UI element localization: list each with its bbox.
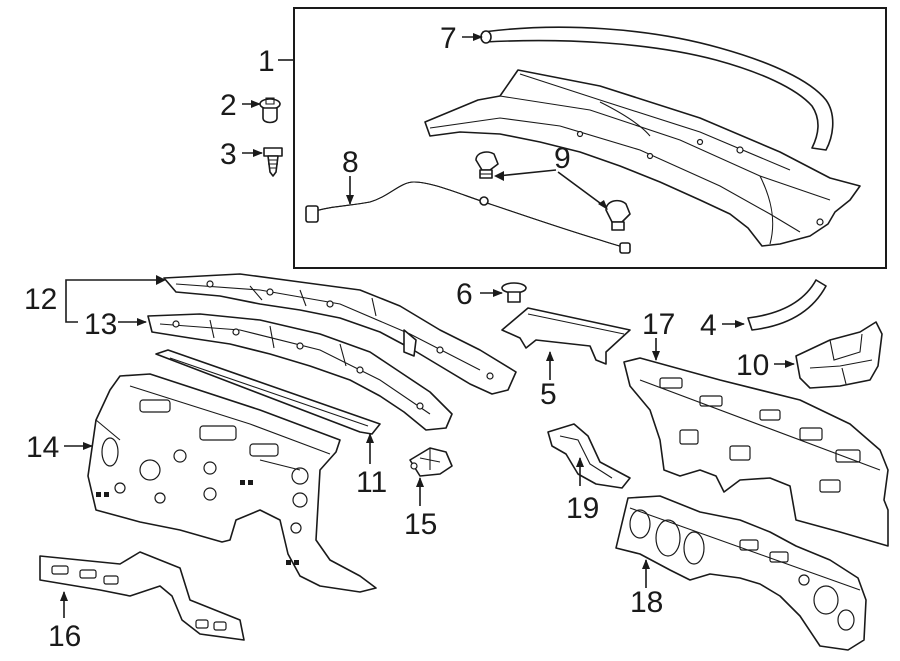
part-13-lower-reinforcement [147, 313, 453, 431]
part-4-seal [747, 279, 827, 331]
part-19-duct [547, 423, 631, 489]
callout-1: 1 [258, 45, 275, 78]
callout-4: 4 [700, 309, 717, 342]
leader-9 [497, 169, 557, 177]
callout-16: 16 [48, 620, 81, 653]
part-16-lower-bracket [39, 551, 245, 641]
part-12-upper-reinforcement [163, 273, 517, 395]
part-18-lower-dash-panel [615, 495, 867, 651]
part-17-dash-insulator-outer [623, 357, 889, 547]
callout-18: 18 [630, 586, 663, 619]
callout-15: 15 [404, 508, 437, 541]
callout-3: 3 [220, 138, 237, 171]
callout-8: 8 [342, 146, 359, 179]
part-15-bracket [409, 447, 453, 477]
callout-9: 9 [554, 142, 571, 175]
callout-6: 6 [456, 278, 473, 311]
leader-9b [557, 171, 605, 207]
part-6-push-clip [501, 282, 527, 303]
part-11-cowl-strip [155, 349, 381, 435]
callout-10: 10 [736, 349, 769, 382]
callout-17: 17 [642, 308, 675, 341]
part-3-screw [263, 147, 283, 177]
callout-19: 19 [566, 492, 599, 525]
part-5-air-deflector [501, 307, 631, 365]
part-8-washer-hose [305, 181, 631, 254]
leader-12b [65, 298, 78, 323]
part-1-cowl-panel [424, 69, 861, 247]
part-2-push-pin [259, 97, 281, 124]
callout-13: 13 [84, 308, 117, 341]
callout-12: 12 [24, 283, 57, 316]
leader-12 [65, 279, 160, 298]
cowl-assembly-frame [293, 7, 887, 269]
callout-5: 5 [540, 378, 557, 411]
callout-14: 14 [26, 431, 59, 464]
callout-2: 2 [220, 89, 237, 122]
part-14-dash-insulator [87, 373, 377, 593]
arrowhead-9a [494, 171, 504, 181]
callout-7: 7 [440, 22, 457, 55]
arrowhead-12 [156, 275, 166, 285]
callout-11: 11 [356, 466, 387, 499]
part-9-washer-nozzles [475, 151, 631, 231]
arrowhead-9b [598, 200, 608, 210]
part-10-insulator-block [795, 321, 883, 389]
